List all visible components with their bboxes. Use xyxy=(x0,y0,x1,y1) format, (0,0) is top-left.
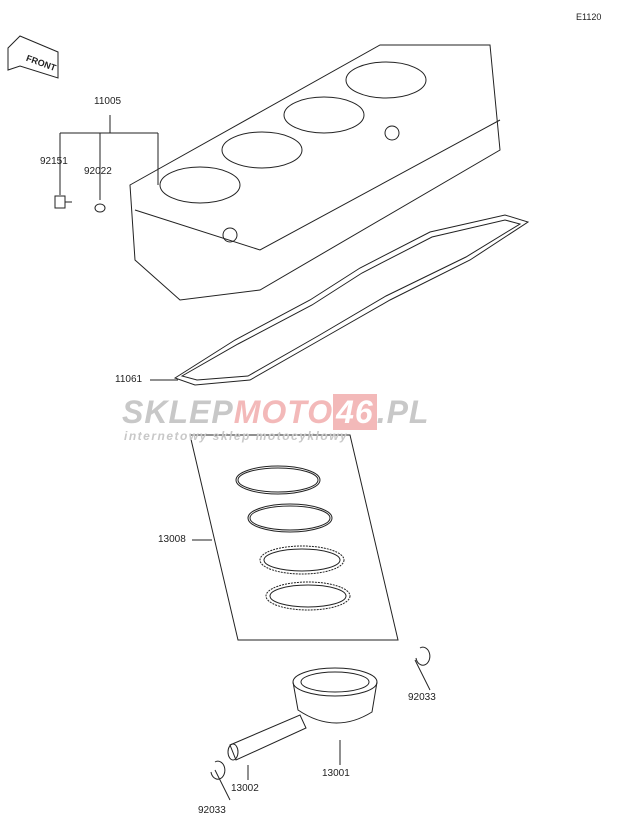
part-label-13001[interactable]: 13001 xyxy=(322,768,350,779)
piston xyxy=(292,667,378,724)
watermark-tagline: internetowy sklep motocyklowy xyxy=(124,429,349,443)
washer-92022 xyxy=(94,203,106,213)
front-arrow-icon: FRONT xyxy=(7,35,59,79)
part-label-92022[interactable]: 92022 xyxy=(84,166,112,177)
piston-rings xyxy=(235,465,351,611)
cylinder-gasket xyxy=(173,214,530,386)
part-label-11005[interactable]: 11005 xyxy=(94,96,122,107)
cylinder-block xyxy=(129,44,501,301)
ring-set-box xyxy=(189,434,399,641)
bolt-92151 xyxy=(54,195,72,209)
part-label-92151[interactable]: 92151 xyxy=(40,156,68,167)
piston-pin xyxy=(227,714,307,761)
circlip-right xyxy=(415,646,431,666)
part-label-92033-right[interactable]: 92033 xyxy=(408,692,436,703)
watermark-logo: SKLEPMOTO46.PL xyxy=(122,394,430,430)
part-label-13008[interactable]: 13008 xyxy=(158,534,186,545)
part-label-92033-left[interactable]: 92033 xyxy=(198,805,226,816)
diagram-code: E1120 xyxy=(576,12,602,22)
circlip-left xyxy=(210,760,226,780)
leader-lines xyxy=(59,115,431,801)
part-label-13002[interactable]: 13002 xyxy=(231,783,259,794)
part-label-11061[interactable]: 11061 xyxy=(115,374,143,385)
